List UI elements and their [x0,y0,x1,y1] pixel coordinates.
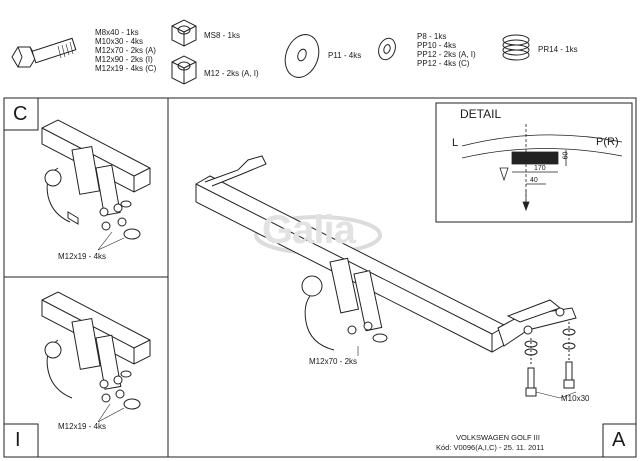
spring-label: PR14 - 1ks [538,45,578,54]
bolt-spec: M12x70 - 2ks (A) [95,46,156,55]
washer-p11-icon [284,34,320,78]
bolt-spec-list: M8x40 - 1ks M10x30 - 4ks M12x70 - 2ks (A… [95,28,156,73]
nut-ms8-label: MS8 - 1ks [204,31,241,40]
dim-width: 170 [534,165,546,172]
bolt-spec: M10x30 - 4ks [95,37,144,46]
washer-spec: PP12 - 2ks (A, I) [417,50,476,59]
footer-model: VOLKSWAGEN GOLF III [456,433,540,442]
panel-c-towbar [41,119,151,251]
detail-box [435,102,633,223]
panel-a-side-bolt-label: M10x30 [561,394,590,403]
panel-i-letter: I [15,429,21,451]
brand-logo: Galia [262,208,356,252]
footer-code: Kód: V0096(A,I,C) - 25. 11. 2011 [436,443,545,452]
washer-p11-label: P11 - 4ks [328,51,362,60]
side-bolts [524,322,576,397]
detail-title: DETAIL [460,107,502,121]
i-label-box [3,423,39,458]
bolt-spec: M12x90 - 2ks (I) [95,55,153,64]
dim-height: 60 [562,151,570,160]
washer-spec-list: P8 - 1ks PP10 - 4ks PP12 - 2ks (A, I) PP… [417,32,476,68]
panel-i-towbar [41,291,151,423]
panel-c-bolt-label: M12x19 - 4ks [58,252,107,261]
a-label-box [602,423,637,458]
nut-m12-label: M12 - 2ks (A, I) [204,69,259,78]
detail-drawing [461,124,623,212]
bolt-spec: M8x40 - 1ks [95,28,139,37]
panel-a-towbar [195,155,577,399]
dim-offset: 40 [530,177,538,184]
panel-a-bolt-label: M12x70 - 2ks [309,357,358,366]
washer-spec: PP12 - 4ks (C) [417,59,470,68]
panel-a-letter: A [612,429,626,451]
panel-c-letter: C [13,103,28,125]
detail-right-label: P(R) [596,136,619,148]
bolt-icon [11,37,77,68]
spring-washer-icon [502,34,530,61]
bolt-spec: M12x19 - 4ks (C) [95,64,157,73]
washer-small-icon [378,37,396,61]
nut-m12-icon [171,55,197,85]
panel-i-bolt-label: M12x19 - 4ks [58,422,107,431]
nut-ms8-icon [171,19,197,47]
detail-left-label: L [452,137,459,149]
washer-spec: PP10 - 4ks [417,41,457,50]
c-label-box [3,97,39,131]
washer-spec: P8 - 1ks [417,32,447,41]
